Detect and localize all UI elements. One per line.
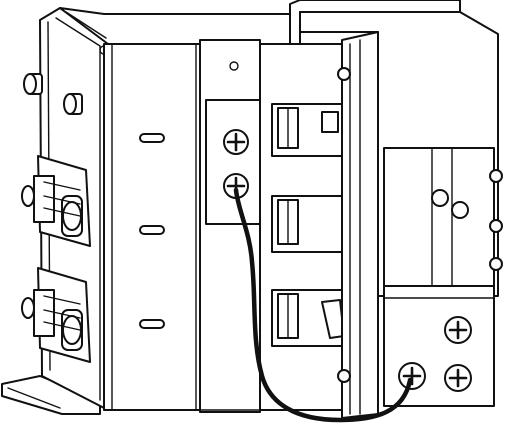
center-mounting-panel — [103, 39, 341, 413]
screw-icon — [223, 129, 249, 155]
screw-icon — [398, 362, 426, 390]
grounding-cable — [233, 187, 413, 423]
rivet-icon — [21, 45, 109, 319]
screw-icon — [444, 364, 472, 392]
circuit-breaker-stack — [259, 43, 347, 411]
screw-icon — [444, 316, 472, 344]
terminal-lug-icon — [33, 155, 91, 363]
breaker-module — [271, 195, 343, 253]
base-mounting-plate — [1, 375, 101, 415]
right-module-housing — [289, 0, 503, 419]
breaker-module — [271, 289, 345, 347]
breaker-module — [271, 103, 343, 157]
